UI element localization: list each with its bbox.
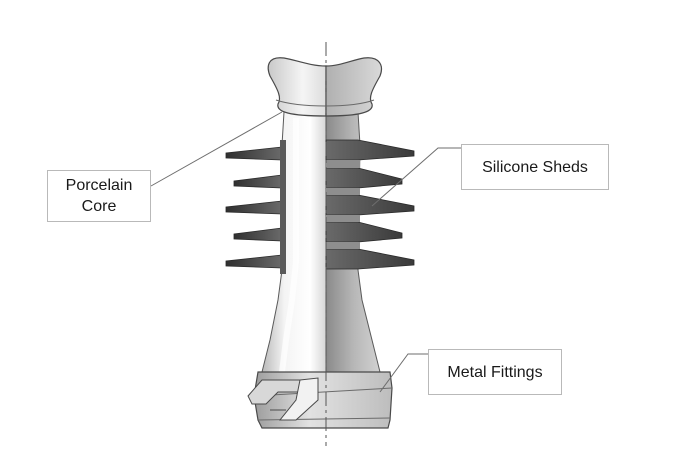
sheds-right	[325, 139, 415, 270]
top-cap-right	[325, 57, 383, 117]
top-cap-left	[267, 57, 327, 117]
leader-line-core	[150, 111, 283, 187]
sheds-left	[225, 140, 286, 274]
metal-fitting-base	[247, 371, 393, 429]
label-porcelain-core-line1: Porcelain	[65, 177, 133, 194]
leader-line-fittings	[379, 353, 428, 393]
label-porcelain-core-line2: Core	[81, 198, 117, 215]
leader-line-sheds	[371, 147, 461, 207]
label-metal-fittings: Metal Fittings	[428, 349, 562, 395]
label-porcelain-core: Porcelain Core	[47, 170, 151, 222]
label-silicone-sheds: Silicone Sheds	[461, 144, 609, 190]
core-highlight	[279, 118, 299, 373]
